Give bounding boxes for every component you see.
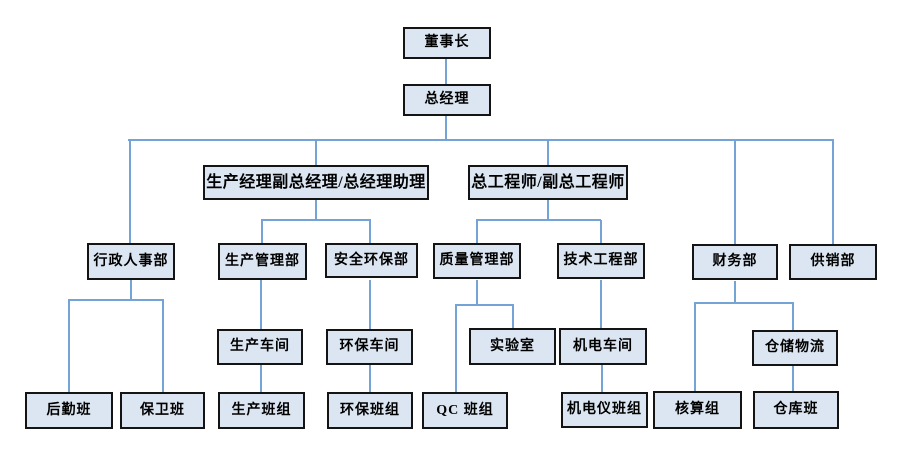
node-security-team: 保卫班 [120, 392, 205, 429]
node-production-team: 生产班组 [218, 392, 305, 429]
node-tech-eng-dept: 技术工程部 [557, 243, 645, 279]
connector-line [600, 280, 602, 328]
node-production-deputy-gm: 生产经理副总经理/总经理助理 [203, 165, 429, 200]
connector-line [369, 280, 371, 329]
node-admin-hr-dept: 行政人事部 [87, 243, 175, 280]
connector-line [792, 366, 794, 391]
connector-line [694, 303, 696, 391]
node-quality-mgmt-dept: 质量管理部 [433, 243, 521, 279]
node-mech-elec-inst-team: 机电仪班组 [561, 392, 648, 428]
node-finance-dept: 财务部 [692, 244, 778, 280]
node-logistics-team: 后勤班 [25, 392, 113, 429]
connector-line [832, 140, 834, 244]
connector-line [369, 220, 371, 243]
node-warehouse-logistics: 仓储物流 [752, 330, 838, 366]
connector-line [261, 220, 263, 243]
connector-line [547, 200, 549, 220]
connector-line [129, 140, 131, 243]
connector-line [315, 200, 317, 220]
connector-line [260, 280, 262, 329]
connector-line [734, 281, 736, 303]
connector-line [476, 219, 601, 221]
connector-line [68, 300, 70, 392]
node-chairman: 董事长 [403, 27, 491, 59]
connector-line [128, 139, 834, 141]
node-accounting-team: 核算组 [653, 391, 742, 429]
connector-line [476, 220, 478, 243]
node-production-mgmt-dept: 生产管理部 [218, 243, 307, 280]
node-env-workshop: 环保车间 [326, 329, 413, 365]
connector-line [734, 140, 736, 244]
connector-line [315, 140, 317, 165]
connector-line [68, 299, 164, 301]
connector-line [445, 116, 447, 140]
connector-line [476, 280, 478, 305]
connector-line [261, 219, 371, 221]
connector-line [547, 140, 549, 165]
node-qc-team: QC 班组 [422, 392, 508, 429]
connector-line [445, 59, 447, 84]
node-general-manager: 总经理 [403, 84, 491, 116]
node-mech-elec-workshop: 机电车间 [559, 328, 647, 365]
connector-line [455, 305, 457, 392]
node-laboratory: 实验室 [469, 328, 556, 365]
connector-line [601, 365, 603, 392]
connector-line [792, 303, 794, 330]
node-supply-sales-dept: 供销部 [789, 244, 877, 280]
node-env-team: 环保班组 [327, 392, 413, 429]
connector-line [512, 305, 514, 328]
connector-line [162, 300, 164, 392]
connector-line [130, 280, 132, 300]
connector-line [694, 302, 794, 304]
connector-line [455, 304, 514, 306]
connector-line [369, 365, 371, 392]
node-warehouse-team: 仓库班 [753, 391, 839, 429]
node-safety-env-dept: 安全环保部 [325, 243, 418, 278]
node-chief-engineer: 总工程师/副总工程师 [468, 165, 628, 200]
node-production-workshop: 生产车间 [217, 329, 303, 365]
connector-line [600, 220, 602, 243]
connector-line [260, 365, 262, 392]
